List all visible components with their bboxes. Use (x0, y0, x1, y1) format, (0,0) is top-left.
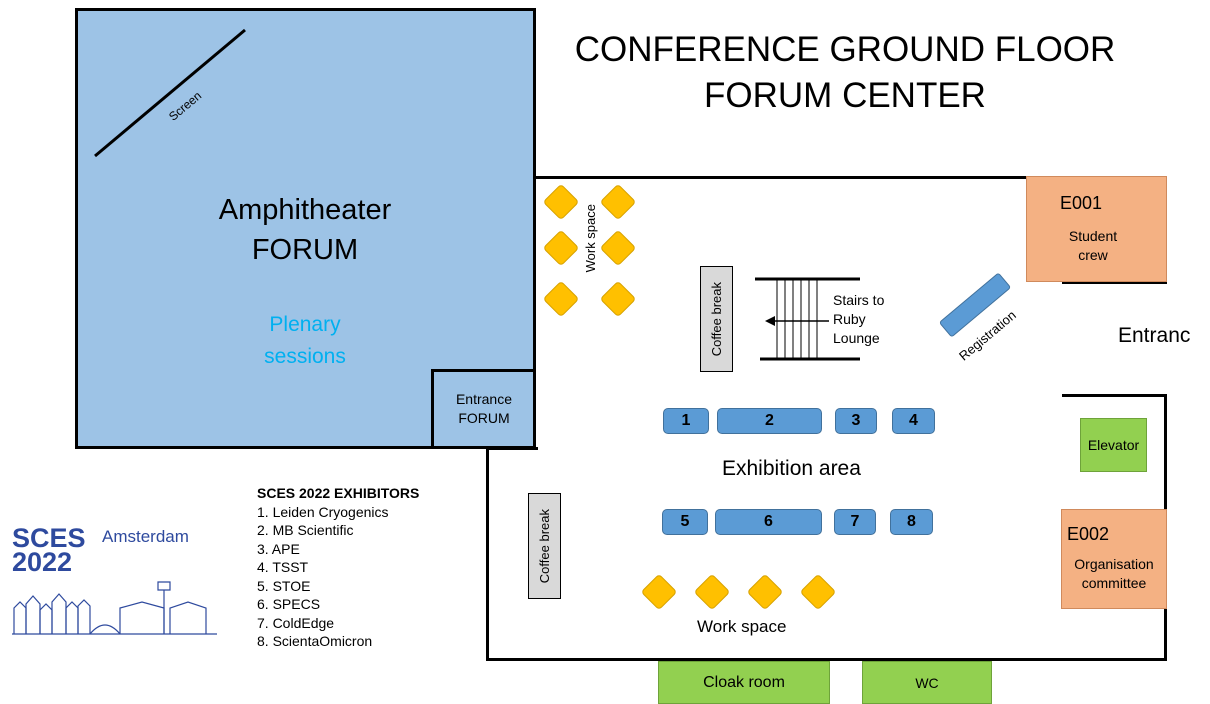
exhibitor-item: 7. ColdEdge (257, 614, 335, 631)
logo-skyline-icon (12, 581, 217, 635)
coffee-break-bottom-label: Coffee break (537, 508, 552, 584)
work-space-top-label: Work space (583, 204, 598, 273)
workspace-seat[interactable] (640, 573, 678, 611)
screen-line (94, 28, 246, 158)
elevator[interactable]: Elevator (1080, 418, 1147, 472)
workspace-seat[interactable] (693, 573, 731, 611)
booth-8[interactable]: 8 (890, 509, 933, 535)
cloak-room-label: Cloak room (703, 673, 785, 691)
exhibitor-item: 8. ScientaOmicron (257, 633, 373, 649)
hall-wall-bottom (486, 658, 1167, 661)
booth-6[interactable]: 6 (715, 509, 822, 535)
hall-wall-left (486, 449, 489, 661)
cloak-room[interactable]: Cloak room (658, 661, 830, 704)
entrance-wall-lower (1062, 394, 1167, 397)
entrance-forum-wall (433, 369, 536, 372)
room-e001-code: E001 (1060, 193, 1103, 213)
exhibitor-item: 1. Leiden Cryogenics (257, 503, 389, 520)
map-title-line1: CONFERENCE GROUND FLOOR (574, 30, 1116, 69)
logo-word-amsterdam: Amsterdam (102, 527, 189, 546)
exhibitor-item: 5. STOE (257, 577, 311, 594)
exhibitor-item: 6. SPECS (257, 596, 321, 612)
booth-5[interactable]: 5 (662, 509, 708, 535)
coffee-break-top[interactable]: Coffee break (700, 266, 733, 372)
workspace-seat[interactable] (542, 229, 580, 267)
exhibitor-item: 2. MB Scientific (257, 522, 354, 538)
wc[interactable]: WC (862, 661, 992, 704)
room-e001-line2: crew (1078, 247, 1108, 263)
room-e001-line1: Student (1068, 228, 1118, 244)
hall-wall-forum-step (486, 447, 538, 450)
workspace-seat[interactable] (542, 280, 580, 318)
room-e002-line2: committee (1081, 575, 1147, 591)
workspace-seat[interactable] (599, 229, 637, 267)
room-e002-desc: Organisation committee (1064, 555, 1164, 593)
booth-3[interactable]: 3 (835, 408, 877, 434)
entrance-forum-wall-left (431, 369, 434, 449)
coffee-break-top-label: Coffee break (709, 281, 724, 357)
sces-logo: SCES Amsterdam 2022 (12, 520, 222, 650)
amphitheater-name-line2: FORUM (251, 234, 359, 266)
map-title-line2: FORUM CENTER (704, 76, 986, 115)
entrance-wall-upper (1062, 281, 1167, 284)
entrance-forum-line2: FORUM (458, 410, 510, 426)
amphitheater-room[interactable] (75, 8, 536, 449)
room-e002[interactable] (1061, 509, 1167, 609)
elevator-label: Elevator (1087, 437, 1140, 453)
amphitheater-name-line1: Amphitheater (218, 194, 392, 226)
booth-4[interactable]: 4 (892, 408, 935, 434)
exhibition-area-label: Exhibition area (722, 457, 861, 480)
work-space-bottom-label: Work space (697, 617, 787, 636)
exhibitors-heading: SCES 2022 EXHIBITORS (257, 485, 420, 501)
entrance-forum-line1: Entrance (455, 391, 513, 407)
plenary-line1: Plenary (269, 313, 341, 336)
room-e002-line1: Organisation (1074, 556, 1154, 572)
booth-7[interactable]: 7 (834, 509, 876, 535)
workspace-seat[interactable] (599, 183, 637, 221)
stairs[interactable] (755, 275, 865, 365)
amphitheater-name: Amphitheater FORUM (160, 190, 450, 270)
stairs-line1: Stairs to (833, 292, 885, 308)
workspace-seat[interactable] (799, 573, 837, 611)
exhibitors-list: SCES 2022 EXHIBITORS 1. Leiden Cryogenic… (257, 484, 419, 651)
entrance-forum-label[interactable]: Entrance FORUM (436, 390, 532, 428)
workspace-seat[interactable] (542, 183, 580, 221)
workspace-seat[interactable] (599, 280, 637, 318)
wc-label: WC (915, 674, 939, 691)
main-entrance-label[interactable]: Entranc (1118, 324, 1191, 347)
stairs-line3: Lounge (833, 330, 880, 346)
plenary-sessions-label: Plenary sessions (200, 309, 410, 373)
plenary-line2: sessions (264, 345, 346, 368)
hall-wall-top (536, 176, 1166, 179)
exhibitor-item: 3. APE (257, 540, 300, 557)
exhibitor-item: 4. TSST (257, 559, 309, 575)
room-e002-code: E002 (1067, 524, 1110, 544)
stairs-line2: Ruby (833, 311, 866, 327)
room-e001[interactable] (1026, 176, 1167, 282)
booth-1[interactable]: 1 (663, 408, 709, 434)
stairs-label: Stairs to Ruby Lounge (833, 291, 884, 348)
booth-2[interactable]: 2 (717, 408, 822, 434)
room-e001-desc: Student crew (1040, 227, 1146, 265)
logo-word-sces: SCES (12, 523, 86, 553)
map-title: CONFERENCE GROUND FLOOR FORUM CENTER (560, 27, 1130, 119)
workspace-seat[interactable] (746, 573, 784, 611)
logo-year: 2022 (12, 547, 73, 577)
coffee-break-bottom[interactable]: Coffee break (528, 493, 561, 599)
